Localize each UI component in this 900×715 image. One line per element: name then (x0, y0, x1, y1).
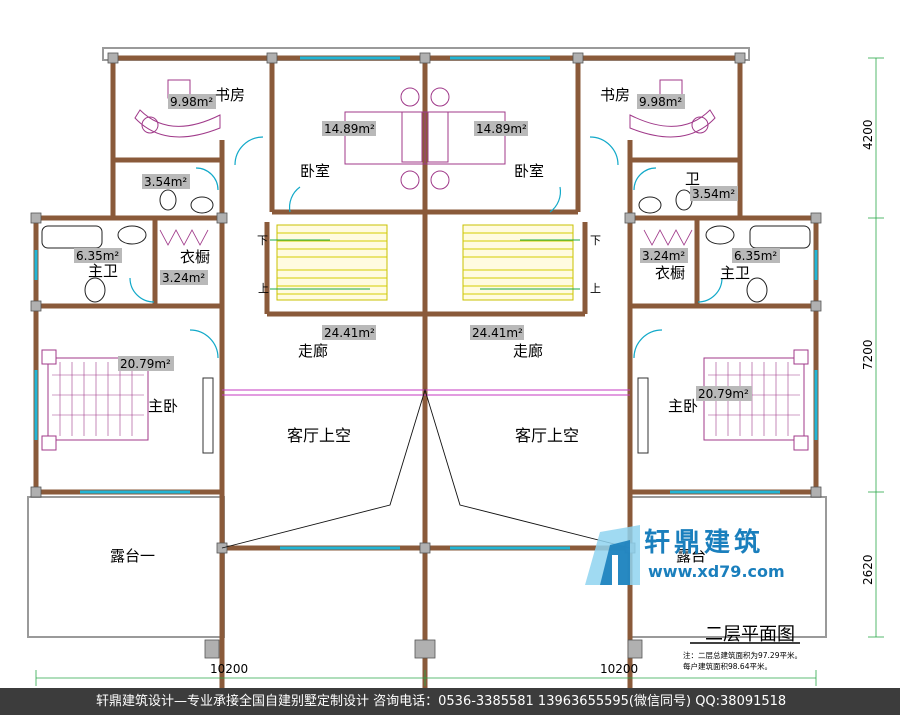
room-master-bath-right: 主卫 (720, 264, 750, 282)
area-bedroom-left: 14.89m² (324, 122, 375, 136)
dim-bottom-right: 10200 (600, 662, 638, 676)
area-bedroom-right: 14.89m² (476, 122, 527, 136)
room-terrace-left: 露台一 (110, 547, 155, 565)
stair-left-down: 下 (257, 234, 268, 247)
brand-url: www.xd79.com (648, 562, 785, 581)
room-closet-left: 衣橱 (180, 248, 210, 266)
dimension-texts: 10200 10200 4200 7200 2620 (210, 119, 875, 676)
walls (33, 55, 819, 690)
area-bath-small-left: 3.54m² (144, 175, 187, 189)
dim-right-mid: 7200 (861, 339, 875, 370)
stair-left (270, 224, 388, 301)
area-corridor-right: 24.41m² (472, 326, 523, 340)
plan-title: 二层平面图 (705, 624, 795, 645)
stair-right-up: 上 (590, 282, 601, 295)
area-closet-right: 3.24m² (642, 249, 685, 263)
master-bed-left (41, 349, 149, 451)
bedroom-beds (344, 87, 506, 190)
note-line-2: 每户建筑面积98.64平米。 (683, 662, 772, 671)
void-outline (221, 388, 631, 549)
area-closet-left: 3.24m² (162, 271, 205, 285)
note-line-1: 注：二层总建筑面积为97.29平米。 (683, 651, 802, 660)
room-study-right: 书房 (600, 86, 630, 104)
area-corridor-left: 24.41m² (324, 326, 375, 340)
room-bedroom-left: 卧室 (300, 162, 330, 180)
room-corridor-right: 走廊 (513, 342, 543, 360)
room-corridor-left: 走廊 (298, 342, 328, 360)
stair-left-up: 上 (258, 282, 269, 295)
area-bath-small-right: 3.54m² (692, 187, 735, 201)
room-study-left: 书房 (215, 86, 245, 104)
dimension-lines (35, 57, 884, 686)
area-master-bed-right: 20.79m² (698, 387, 749, 401)
room-void-left: 客厅上空 (287, 426, 351, 445)
stair-right-down: 下 (590, 234, 601, 247)
room-master-bed-right: 主卧 (668, 397, 698, 415)
brand-logo: 轩鼎建筑 www.xd79.com (582, 522, 802, 592)
area-master-bath-right: 6.35m² (734, 249, 777, 263)
room-closet-right: 衣橱 (655, 264, 685, 282)
area-master-bath-left: 6.35m² (76, 249, 119, 263)
area-labels: 9.98m² 9.98m² 14.89m² 14.89m² 3.54m² 3.5… (74, 94, 780, 401)
room-master-bath-left: 主卫 (88, 262, 118, 280)
doors (129, 136, 723, 359)
footer-text: 轩鼎建筑设计—专业承接全国自建别墅定制设计 咨询电话：0536-3385581 … (96, 694, 787, 709)
area-master-bed-left: 20.79m² (120, 357, 171, 371)
dim-right-bottom: 2620 (861, 554, 875, 585)
room-void-right: 客厅上空 (515, 426, 579, 445)
stair-right (462, 224, 580, 301)
brand-name: 轩鼎建筑 (644, 528, 765, 558)
logo-building-icon (585, 525, 640, 585)
room-names: 书房 书房 卧室 卧室 卫 衣橱 衣橱 主卫 主卫 走廊 走廊 主卧 主卧 客厅… (88, 86, 750, 565)
plan-notes: 注：二层总建筑面积为97.29平米。 每户建筑面积98.64平米。 (683, 650, 802, 672)
bath-fixtures (41, 189, 811, 303)
room-master-bed-left: 主卧 (148, 397, 178, 415)
windows (34, 56, 818, 550)
room-bedroom-right: 卧室 (514, 162, 544, 180)
room-bath-small-right: 卫 (685, 170, 700, 188)
dim-right-top: 4200 (861, 119, 875, 150)
footer-banner: 轩鼎建筑设计—专业承接全国自建别墅定制设计 咨询电话：0536-3385581 … (0, 688, 900, 715)
room-terrace-right: 露台 (676, 547, 706, 565)
dim-bottom-left: 10200 (210, 662, 248, 676)
area-study-left: 9.98m² (170, 95, 213, 109)
area-study-right: 9.98m² (639, 95, 682, 109)
